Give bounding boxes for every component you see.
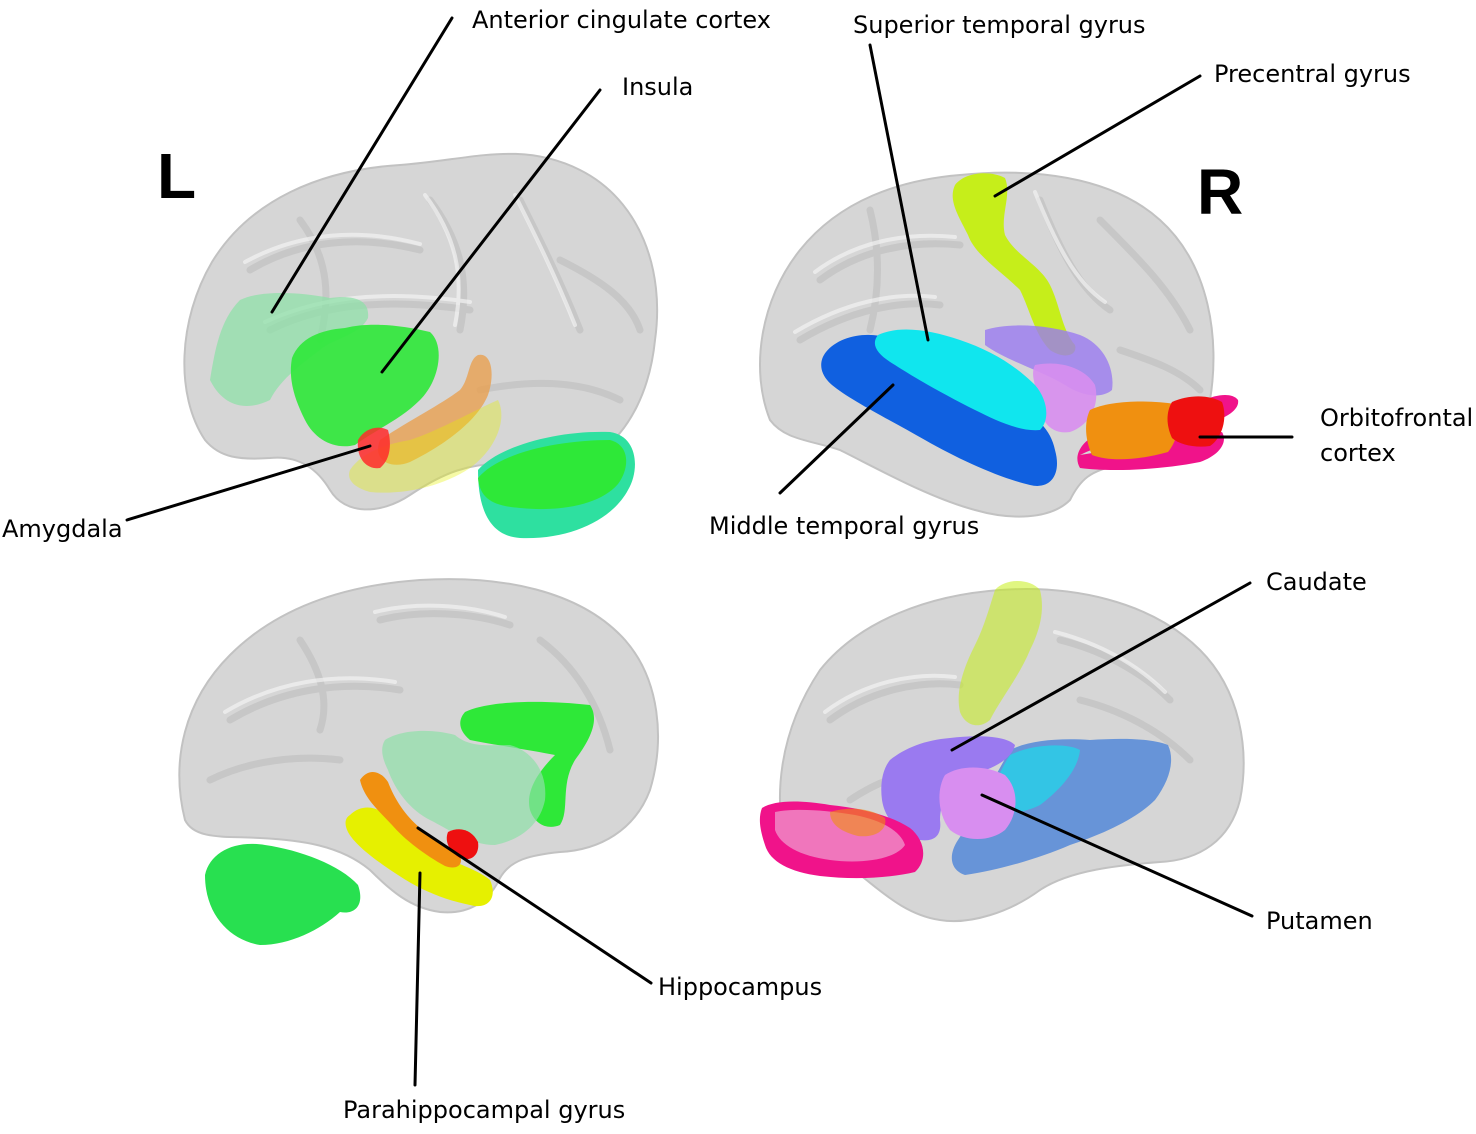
label-hippocampus: Hippocampus (658, 973, 822, 1001)
label-parahippocampal-gyrus: Parahippocampal gyrus (343, 1096, 625, 1124)
label-superior-temporal-gyrus: Superior temporal gyrus (853, 11, 1146, 39)
leader-middle-temporal (778, 383, 895, 495)
label-anterior-cingulate-cortex: Anterior cingulate cortex (472, 6, 771, 34)
label-caudate: Caudate (1266, 568, 1367, 596)
label-orbitofrontal-line2: cortex (1320, 439, 1396, 467)
brain-top-left (183, 152, 659, 539)
leader-amygdala (125, 444, 372, 522)
leader-hippocampus (416, 826, 653, 985)
leader-lines (125, 16, 1294, 1087)
labels: L R Anterior cingulate cortex Insula Amy… (2, 6, 1473, 1124)
label-amygdala: Amygdala (2, 515, 123, 543)
hemisphere-right-label: R (1197, 156, 1243, 228)
leader-caudate (950, 581, 1252, 752)
leader-putamen (980, 793, 1254, 918)
leader-precentral (993, 74, 1202, 198)
leader-anterior-cingulate (270, 16, 454, 314)
label-putamen: Putamen (1266, 907, 1373, 935)
label-insula: Insula (622, 73, 693, 101)
brain-top-right (759, 171, 1239, 518)
brain-bottom-right (759, 581, 1245, 922)
brain-bottom-left (178, 578, 659, 945)
hemisphere-left-label: L (157, 140, 196, 212)
leader-parahippocampal (413, 871, 422, 1087)
label-orbitofrontal-line1: Orbitofrontal (1320, 404, 1473, 432)
label-middle-temporal-gyrus: Middle temporal gyrus (709, 512, 979, 540)
leader-superior-temporal (868, 43, 930, 342)
label-precentral-gyrus: Precentral gyrus (1214, 60, 1411, 88)
leader-insula (380, 88, 602, 374)
